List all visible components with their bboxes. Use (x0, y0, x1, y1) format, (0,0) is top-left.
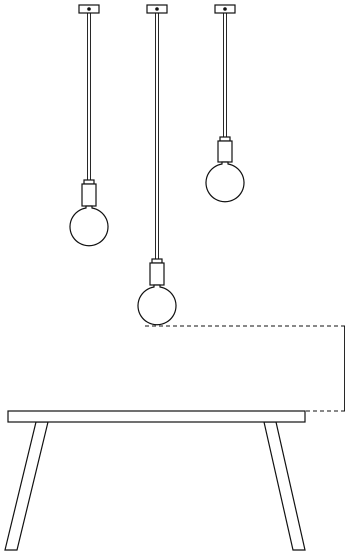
globe-bulb-icon (69, 205, 109, 247)
ceiling-canopy-icon (78, 4, 100, 14)
table-top (7, 410, 306, 423)
lamp-socket-icon (149, 258, 165, 286)
table-leg-left (4, 421, 49, 551)
cord-icon (155, 13, 159, 259)
lamp-socket-icon (81, 179, 97, 207)
table-leg-right (263, 421, 306, 551)
lamp-socket-icon (217, 136, 233, 163)
pendant-lamp-left (69, 4, 109, 247)
dimension-bracket-icon (145, 325, 345, 412)
globe-bulb-icon (137, 284, 177, 326)
globe-bulb-icon (205, 161, 245, 203)
cord-icon (223, 13, 227, 137)
ceiling-canopy-icon (214, 4, 236, 14)
ceiling-canopy-icon (146, 4, 168, 14)
pendant-lamp-right (205, 4, 245, 203)
cord-icon (87, 13, 91, 180)
pendant-lamp-middle (137, 4, 177, 326)
table-icon (4, 410, 306, 551)
